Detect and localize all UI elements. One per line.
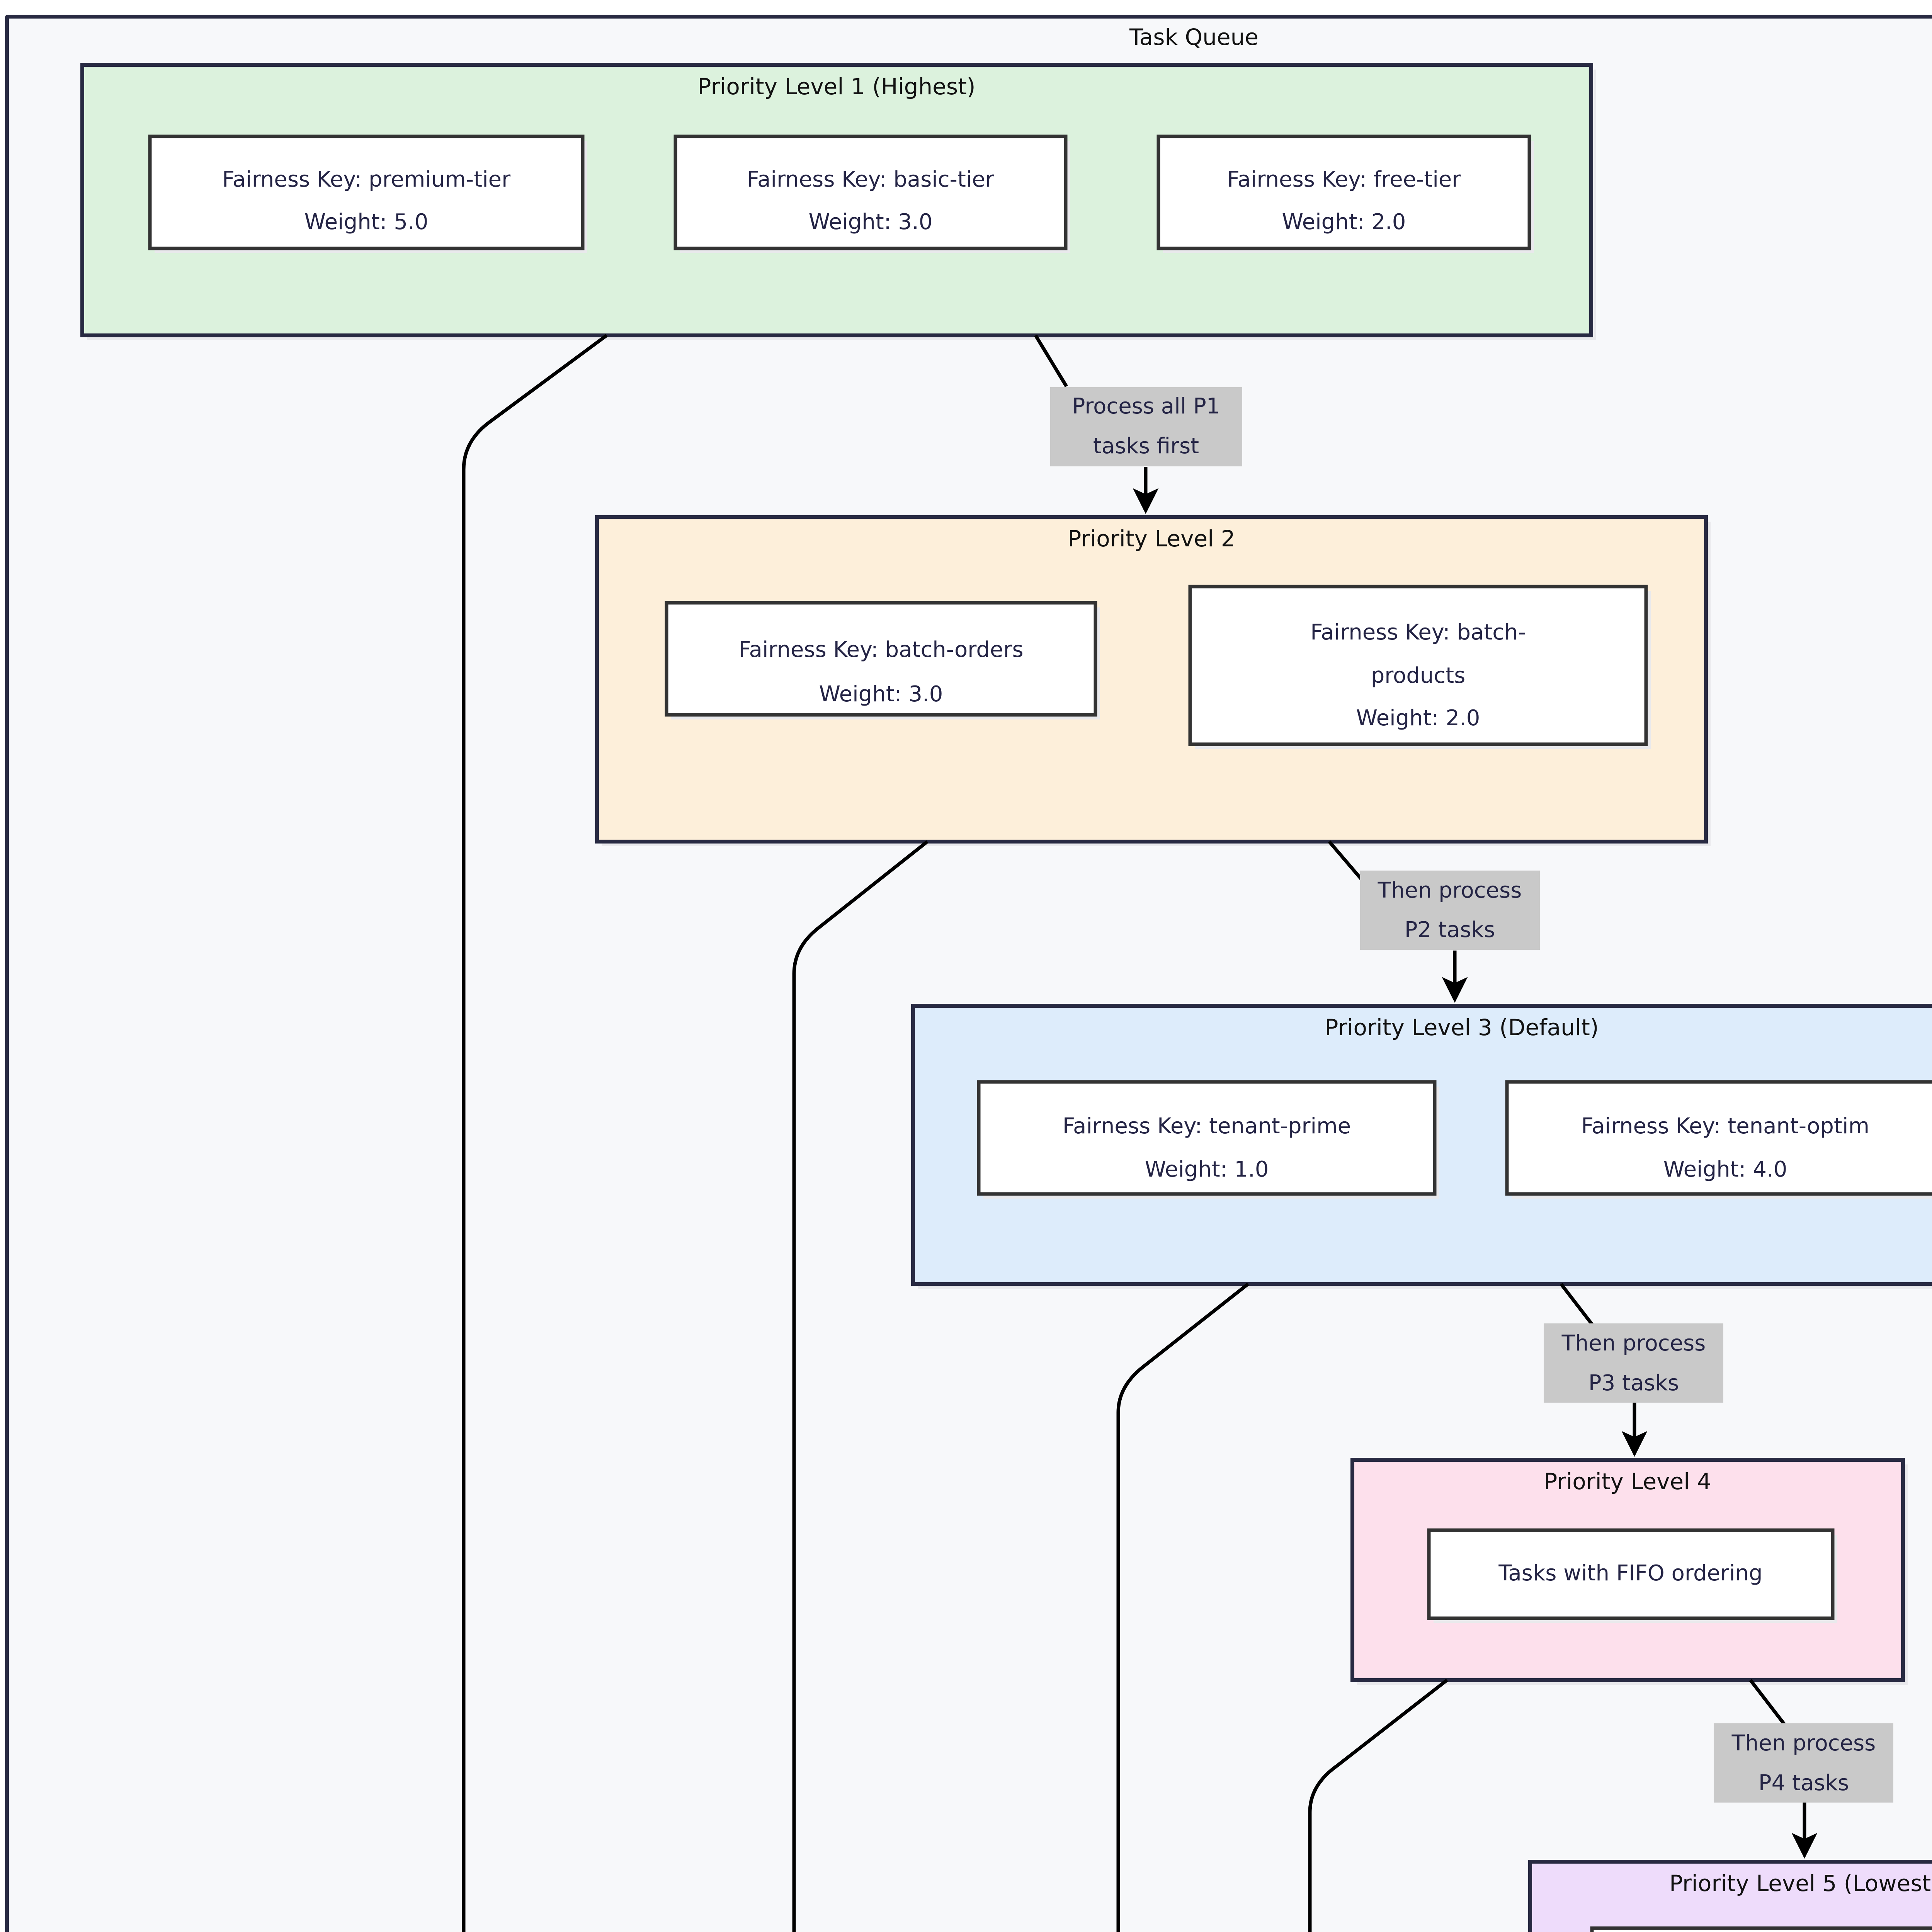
node-fairness-batch-products-key2: products (1371, 663, 1466, 688)
edge-label-p1-p2-line2: tasks first (1093, 434, 1199, 459)
node-fairness-premium-tier-key: Fairness Key: premium-tier (222, 167, 511, 192)
node-fairness-free-tier[interactable] (1156, 134, 1531, 250)
edge-label-p3-p4-line2: P3 tasks (1588, 1371, 1679, 1396)
node-fairness-tenant-optim[interactable] (1505, 1080, 1932, 1196)
cluster-priority-level-3-label: Priority Level 3 (Default) (1325, 1014, 1599, 1041)
edge-p3-to-p4-stub (1560, 1283, 1597, 1330)
edge-label-p2-p3-bg (1360, 871, 1540, 950)
cluster-priority-level-5[interactable] (1528, 1860, 1932, 1932)
task-queue-container (5, 15, 1932, 1932)
edge-label-p4-p5-bg (1714, 1723, 1893, 1803)
node-fairness-batch-orders[interactable] (665, 601, 1097, 717)
cluster-priority-level-2-label: Priority Level 2 (1068, 526, 1235, 552)
cluster-priority-level-1-label: Priority Level 1 (Highest) (698, 73, 976, 100)
node-fairness-tenant-prime-weight: Weight: 1.0 (1145, 1157, 1269, 1182)
edge-label-p2-p3-line1: Then process (1378, 878, 1522, 903)
cluster-priority-level-5-label: Priority Level 5 (Lowest) (1669, 1870, 1932, 1896)
edge-p1-to-workers (462, 334, 608, 1932)
node-fairness-batch-orders-key: Fairness Key: batch-orders (738, 637, 1023, 662)
node-fairness-premium-tier[interactable] (148, 134, 585, 250)
node-fairness-tenant-optim-key: Fairness Key: tenant-optim (1581, 1114, 1869, 1139)
edge-p2-to-workers (792, 840, 929, 1932)
node-fairness-basic-tier-key: Fairness Key: basic-tier (747, 167, 995, 192)
node-fairness-tenant-prime[interactable] (977, 1080, 1437, 1196)
edge-label-p4-p5-line1: Then process (1731, 1731, 1876, 1756)
edge-label-p4-p5-line2: P4 tasks (1759, 1770, 1849, 1796)
edge-p4-to-p5-stub (1749, 1679, 1787, 1726)
node-fairness-free-tier-weight: Weight: 2.0 (1282, 209, 1406, 235)
node-fairness-batch-products-weight: Weight: 2.0 (1356, 706, 1480, 731)
node-fairness-batch-products[interactable] (1188, 585, 1648, 746)
edge-p1-to-p2-stub (1034, 334, 1068, 388)
node-fairness-tenant-optim-weight: Weight: 4.0 (1663, 1157, 1787, 1182)
node-fairness-batch-orders-weight: Weight: 3.0 (819, 682, 943, 707)
edge-label-p3-p4-line1: Then process (1561, 1331, 1706, 1356)
node-fairness-premium-tier-weight: Weight: 5.0 (304, 209, 429, 235)
node-p5-fifo[interactable] (1590, 1926, 1932, 1932)
edge-label-p1-p2-line1: Process all P1 (1072, 394, 1220, 419)
edge-label-p3-p4-bg (1544, 1323, 1723, 1403)
task-queue-title: Task Queue (1129, 24, 1259, 50)
node-fairness-batch-products-key: Fairness Key: batch- (1310, 620, 1526, 645)
node-fairness-basic-tier-weight: Weight: 3.0 (809, 209, 933, 235)
node-fairness-basic-tier[interactable] (673, 134, 1068, 250)
edge-label-p2-p3-line2: P2 tasks (1405, 917, 1495, 942)
edge-label-p1-p2-bg (1050, 387, 1242, 466)
node-p4-fifo[interactable] (1427, 1528, 1835, 1620)
node-fairness-tenant-prime-key: Fairness Key: tenant-prime (1063, 1114, 1351, 1139)
edge-p3-to-workers (1116, 1282, 1249, 1932)
node-fairness-free-tier-key: Fairness Key: free-tier (1227, 167, 1461, 192)
cluster-priority-level-4-label: Priority Level 4 (1544, 1468, 1711, 1495)
node-p4-fifo-label: Tasks with FIFO ordering (1498, 1561, 1762, 1586)
edge-p4-to-workers (1308, 1679, 1448, 1932)
